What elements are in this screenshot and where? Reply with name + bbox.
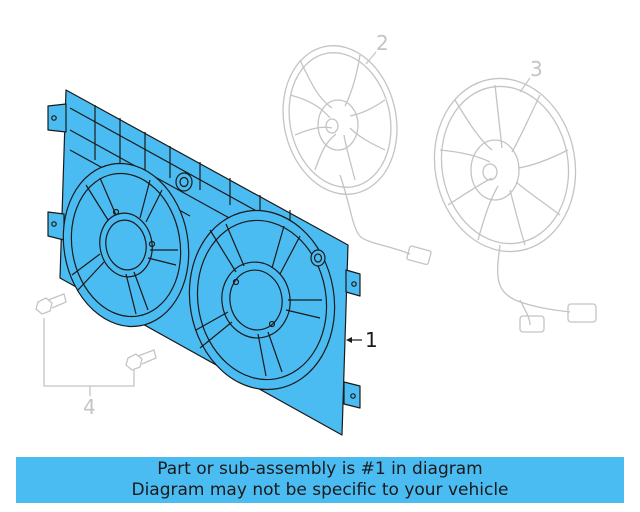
bolt-icon (35, 293, 67, 315)
info-banner: Part or sub-assembly is #1 in diagram Di… (16, 457, 624, 503)
callout-2: 2 (365, 31, 389, 65)
callout-3-label: 3 (530, 57, 543, 81)
bolt-icon (125, 349, 157, 371)
fan-shroud-part (47, 89, 361, 436)
callout-4-leader (43, 318, 135, 396)
callout-2-label: 2 (376, 31, 389, 55)
callout-3: 3 (519, 57, 543, 93)
callout-4-label: 4 (83, 395, 96, 419)
callout-4: 4 (83, 395, 96, 419)
fan-2-part (282, 45, 432, 266)
banner-line-1: Part or sub-assembly is #1 in diagram (157, 459, 483, 479)
fan-3-part (433, 77, 597, 333)
callout-1: 1 (346, 328, 378, 352)
callout-1-label: 1 (365, 328, 378, 352)
banner-line-2: Diagram may not be specific to your vehi… (131, 480, 509, 500)
